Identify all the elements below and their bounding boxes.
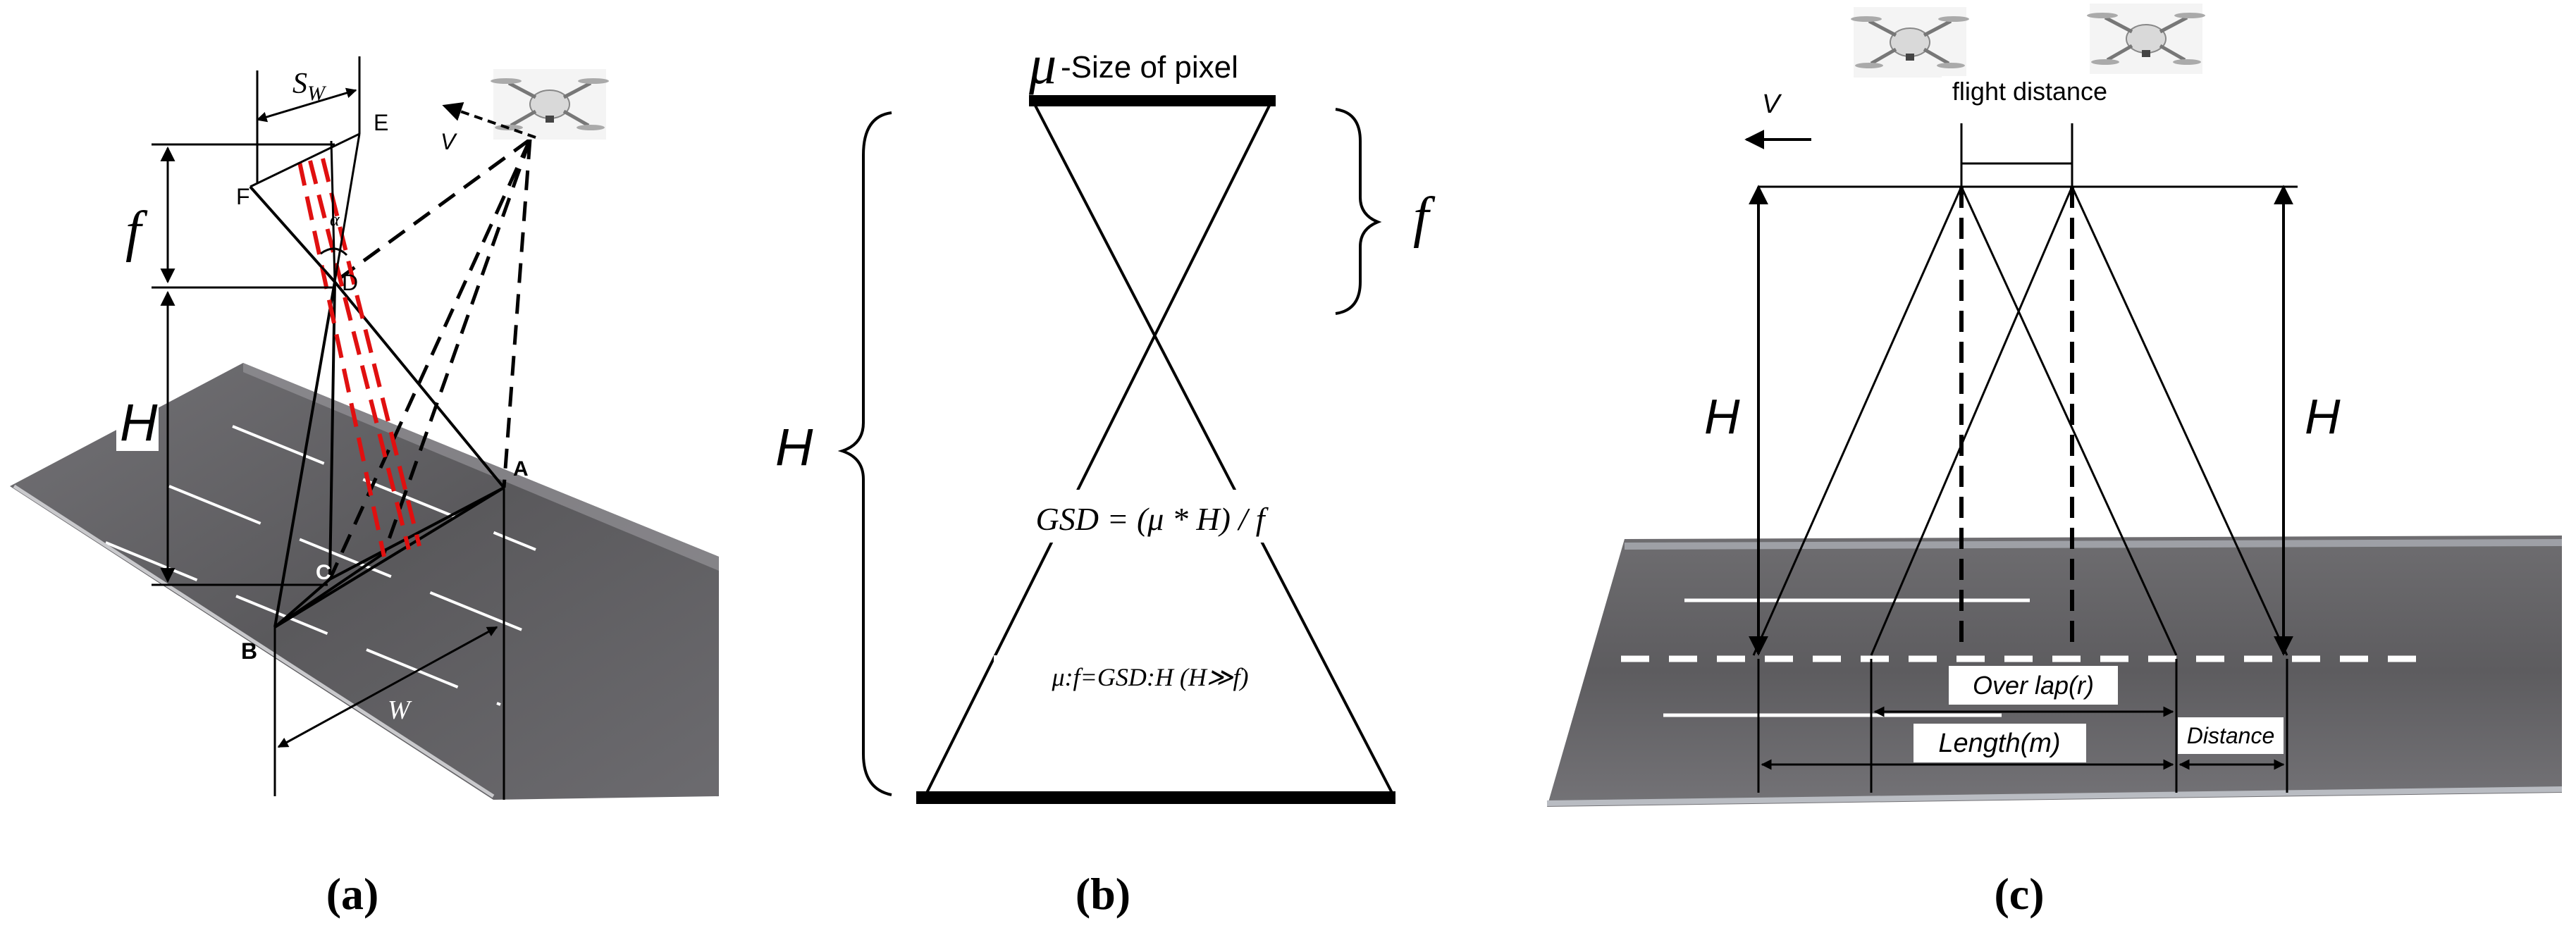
label-h-right: H xyxy=(2305,389,2341,444)
label-h-a: H xyxy=(120,393,158,452)
label-sw: SW xyxy=(292,68,327,105)
panel-a: SW E V f F α D H A C B W (a) xyxy=(10,56,719,919)
label-a: A xyxy=(513,457,529,481)
label-length: Length(m) xyxy=(1938,729,2060,758)
label-distance: Distance xyxy=(2187,723,2275,748)
camera-footprints xyxy=(1752,185,2298,656)
height-arrows-c xyxy=(1749,185,2293,656)
label-e: E xyxy=(374,110,388,135)
lens-cone xyxy=(925,104,1393,793)
drone-view-rays xyxy=(328,137,532,581)
caption-a: (a) xyxy=(326,869,379,919)
label-flight-distance: flight distance xyxy=(1952,77,2107,106)
nadir-dashed xyxy=(1959,187,2074,648)
label-h-left: H xyxy=(1704,389,1740,444)
caption-b: (b) xyxy=(1076,869,1130,919)
label-mu: μ xyxy=(1028,34,1056,95)
label-c: C xyxy=(316,561,331,584)
sensor-triangle xyxy=(249,132,361,283)
caption-c: (c) xyxy=(1994,869,2044,919)
label-alpha: α xyxy=(330,209,340,230)
label-v-c: V xyxy=(1762,89,1782,119)
panel-c: flight distance V H H xyxy=(1546,4,2563,919)
pixel-rays-red xyxy=(297,158,421,557)
road-surface-image xyxy=(10,363,719,800)
h-brace xyxy=(837,111,892,796)
ground-bar xyxy=(916,791,1395,804)
velocity-arrow-a xyxy=(442,102,536,139)
w-dimension xyxy=(273,488,505,800)
sensor-bar xyxy=(1029,95,1276,106)
label-w: W xyxy=(388,695,412,725)
label-v-a: V xyxy=(440,129,457,154)
ground-dimensions xyxy=(1757,659,2288,793)
label-f-b: f xyxy=(1413,187,1436,249)
label-f-a: f xyxy=(125,201,148,263)
label-b: B xyxy=(241,638,257,664)
label-mu-size: -Size of pixel xyxy=(1061,50,1238,85)
height-dimension-a xyxy=(152,143,335,586)
label-d: D xyxy=(342,270,358,295)
label-overlap: Over lap(r) xyxy=(1973,671,2094,700)
label-h-b: H xyxy=(775,418,813,476)
flight-distance-bracket xyxy=(1960,123,2073,187)
panel-b: μ -Size of pixel f H GSD = (μ * H) / f μ… xyxy=(775,34,1436,919)
label-point-f: F xyxy=(236,184,250,209)
gsd-formula: GSD = (μ * H) / f xyxy=(1036,501,1269,537)
f-brace xyxy=(1335,108,1382,315)
drone-icon-right xyxy=(2087,4,2205,74)
drone-icon-left xyxy=(1851,7,1969,78)
sw-dimension xyxy=(256,56,361,183)
gsd-ratio: μ:f=GSD:H (H≫f) xyxy=(1052,663,1249,691)
